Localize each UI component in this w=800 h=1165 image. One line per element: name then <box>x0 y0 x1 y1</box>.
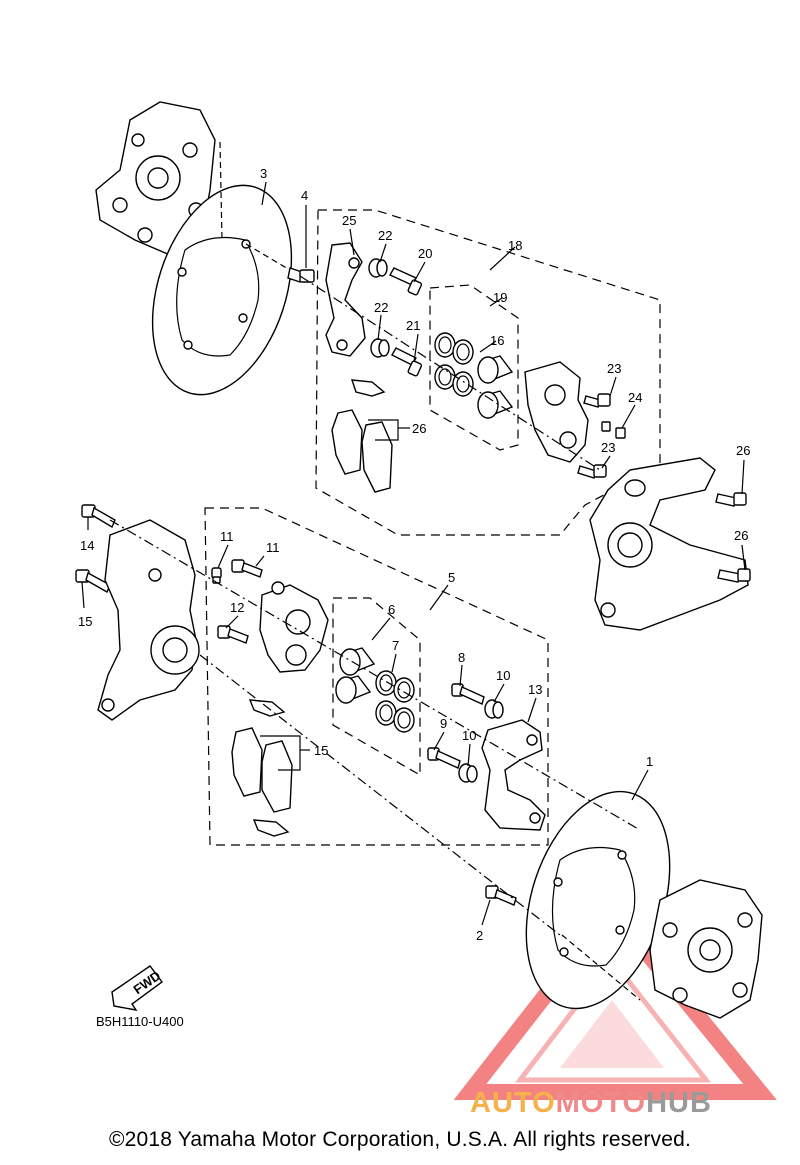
boot-21-upper <box>368 258 388 278</box>
callout-16: 18 <box>508 238 522 253</box>
leader-lines <box>81 181 746 926</box>
pad-clip-lower-bottom <box>252 819 290 837</box>
piston-6 <box>335 647 376 704</box>
bolt-22-upper <box>583 393 611 408</box>
callout-9: 9 <box>440 716 447 731</box>
pin-19 <box>389 267 423 296</box>
upper-caliper-body <box>524 361 589 463</box>
seal-kit-7 <box>375 670 415 733</box>
diagram-code: B5H1110-U400 <box>96 1014 184 1029</box>
boot-10-upper <box>484 699 504 719</box>
callout-2: 2 <box>476 928 483 943</box>
callout-26-upper: 26 <box>736 443 750 458</box>
bolt-15-upper <box>81 504 116 529</box>
callout-23: 24 <box>628 390 642 405</box>
fwd-arrow: FWD <box>111 965 163 1011</box>
callout-14: 15 <box>314 743 328 758</box>
bolt-26-upper <box>715 492 747 507</box>
bolt-2 <box>485 885 517 906</box>
seal-kit-18 <box>434 332 474 397</box>
caliper-bracket-24 <box>325 242 366 357</box>
callout-labels: 3 4 25 22 20 18 19 22 21 16 23 24 26 23 … <box>78 166 750 943</box>
bolt-4 <box>287 267 315 283</box>
bolt-22-lower <box>577 464 607 479</box>
callout-6: 6 <box>388 602 395 617</box>
callout-20: 21 <box>406 318 420 333</box>
lower-knuckle <box>97 519 200 721</box>
callout-26-lower: 26 <box>734 528 748 543</box>
callout-11-lower: 12 <box>230 600 244 615</box>
piston-17 <box>477 355 514 419</box>
pad-clip-lower-top <box>248 699 286 717</box>
callout-19: 20 <box>418 246 432 261</box>
copyright-notice: ©2018 Yamaha Motor Corporation, U.S.A. A… <box>108 1128 692 1151</box>
callout-3: 3 <box>260 166 267 181</box>
bleeder-23 <box>601 421 626 439</box>
callout-4: 4 <box>301 188 308 203</box>
pin-9 <box>427 747 461 769</box>
callout-15-lower: 15 <box>78 614 92 629</box>
brake-pads-14 <box>231 727 293 813</box>
callout-21-lower: 22 <box>374 300 388 315</box>
callout-24: 25 <box>342 213 356 228</box>
pin-8 <box>451 683 485 705</box>
upper-brake-disc <box>151 184 293 396</box>
watermark-hub: HUB <box>646 1087 712 1119</box>
callout-8: 8 <box>458 650 465 665</box>
callout-7: 7 <box>392 638 399 653</box>
callout-21-upper: 22 <box>378 228 392 243</box>
boot-21-lower <box>370 338 390 358</box>
callout-25: 26 <box>412 421 426 436</box>
bolt-26-lower <box>717 568 751 583</box>
boot-10-lower <box>458 763 478 783</box>
lower-hub <box>649 879 763 1019</box>
callout-13: 13 <box>528 682 542 697</box>
callout-1: 1 <box>646 754 653 769</box>
callout-17: 19 <box>493 290 507 305</box>
callout-22-lower: 23 <box>601 440 615 455</box>
callout-10-upper: 10 <box>496 668 510 683</box>
upper-knuckle <box>589 457 749 631</box>
callout-5: 5 <box>448 570 455 585</box>
brake-pads-25 <box>331 409 393 493</box>
watermark-wordmark: AUTOMOTOHUB <box>470 1087 712 1120</box>
watermark-moto: MOTO <box>555 1087 647 1119</box>
pad-clip-upper <box>350 379 386 397</box>
lower-caliper-body <box>259 581 329 673</box>
callout-11-upper: 11 <box>266 540 280 555</box>
callout-10-lower: 10 <box>462 728 476 743</box>
pin-20 <box>391 347 423 377</box>
watermark-auto: AUTO <box>470 1087 556 1119</box>
caliper-bracket-13 <box>481 719 546 831</box>
upper-hub <box>95 101 216 256</box>
callout-12: 11 <box>220 529 234 544</box>
callout-22-upper: 23 <box>607 361 621 376</box>
callout-15-upper: 14 <box>80 538 94 553</box>
callout-18: 16 <box>490 333 504 348</box>
washer-12 <box>211 567 222 584</box>
bolt-11-upper <box>231 559 263 578</box>
bolt-11-lower <box>217 625 249 644</box>
